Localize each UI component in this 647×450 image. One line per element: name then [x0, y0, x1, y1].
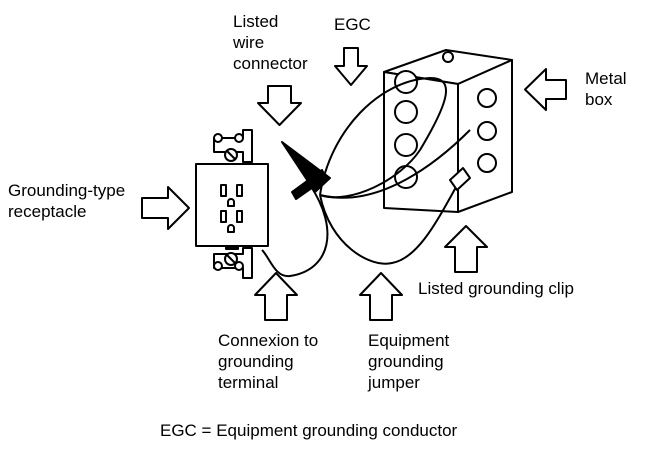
metal-box [383, 49, 513, 213]
label-equipment-grounding-jumper: Equipment grounding jumper [368, 330, 449, 393]
label-grounding-type-receptacle: Grounding-type receptacle [8, 180, 125, 222]
egc-wire-to-clip [319, 129, 471, 199]
label-egc: EGC [334, 15, 371, 34]
arrows [141, 47, 567, 321]
equipment-grounding-jumper-wire [319, 179, 461, 265]
arrow-grounding-terminal [254, 272, 298, 321]
label-line: jumper [368, 373, 420, 392]
label-metal-box: Metal box [585, 68, 627, 110]
grounding-terminal-wire [261, 184, 329, 278]
arrow-wire-connector [257, 85, 302, 126]
wire-connector [281, 141, 331, 200]
label-line: Metal [585, 69, 627, 88]
footer-legend: EGC = Equipment grounding conductor [160, 421, 458, 440]
label-listed-grounding-clip: Listed grounding clip [418, 279, 574, 298]
label-line: connector [233, 54, 308, 73]
label-line: Listed [233, 12, 279, 31]
arrow-grounding-jumper [359, 272, 403, 321]
label-line: Connexion to [218, 331, 319, 350]
label-line: wire [233, 33, 265, 52]
label-line: Grounding-type [8, 181, 126, 200]
arrow-egc [334, 47, 368, 86]
egc-wire [319, 77, 447, 199]
label-line: terminal [218, 373, 279, 392]
arrow-receptacle [141, 186, 190, 230]
label-connexion-to-grounding-terminal: Connexion to grounding terminal [218, 330, 318, 393]
arrow-grounding-clip [444, 225, 488, 273]
label-listed-wire-connector: Listed wire connector [233, 11, 308, 74]
label-line: grounding [368, 352, 444, 371]
arrow-metal-box [524, 68, 567, 111]
label-line: receptacle [8, 202, 87, 221]
label-line: grounding [218, 352, 294, 371]
label-line: Equipment [368, 331, 450, 350]
wires [261, 77, 471, 278]
receptacle [195, 129, 269, 279]
grounding-clip [449, 167, 471, 191]
label-line: box [585, 90, 613, 109]
